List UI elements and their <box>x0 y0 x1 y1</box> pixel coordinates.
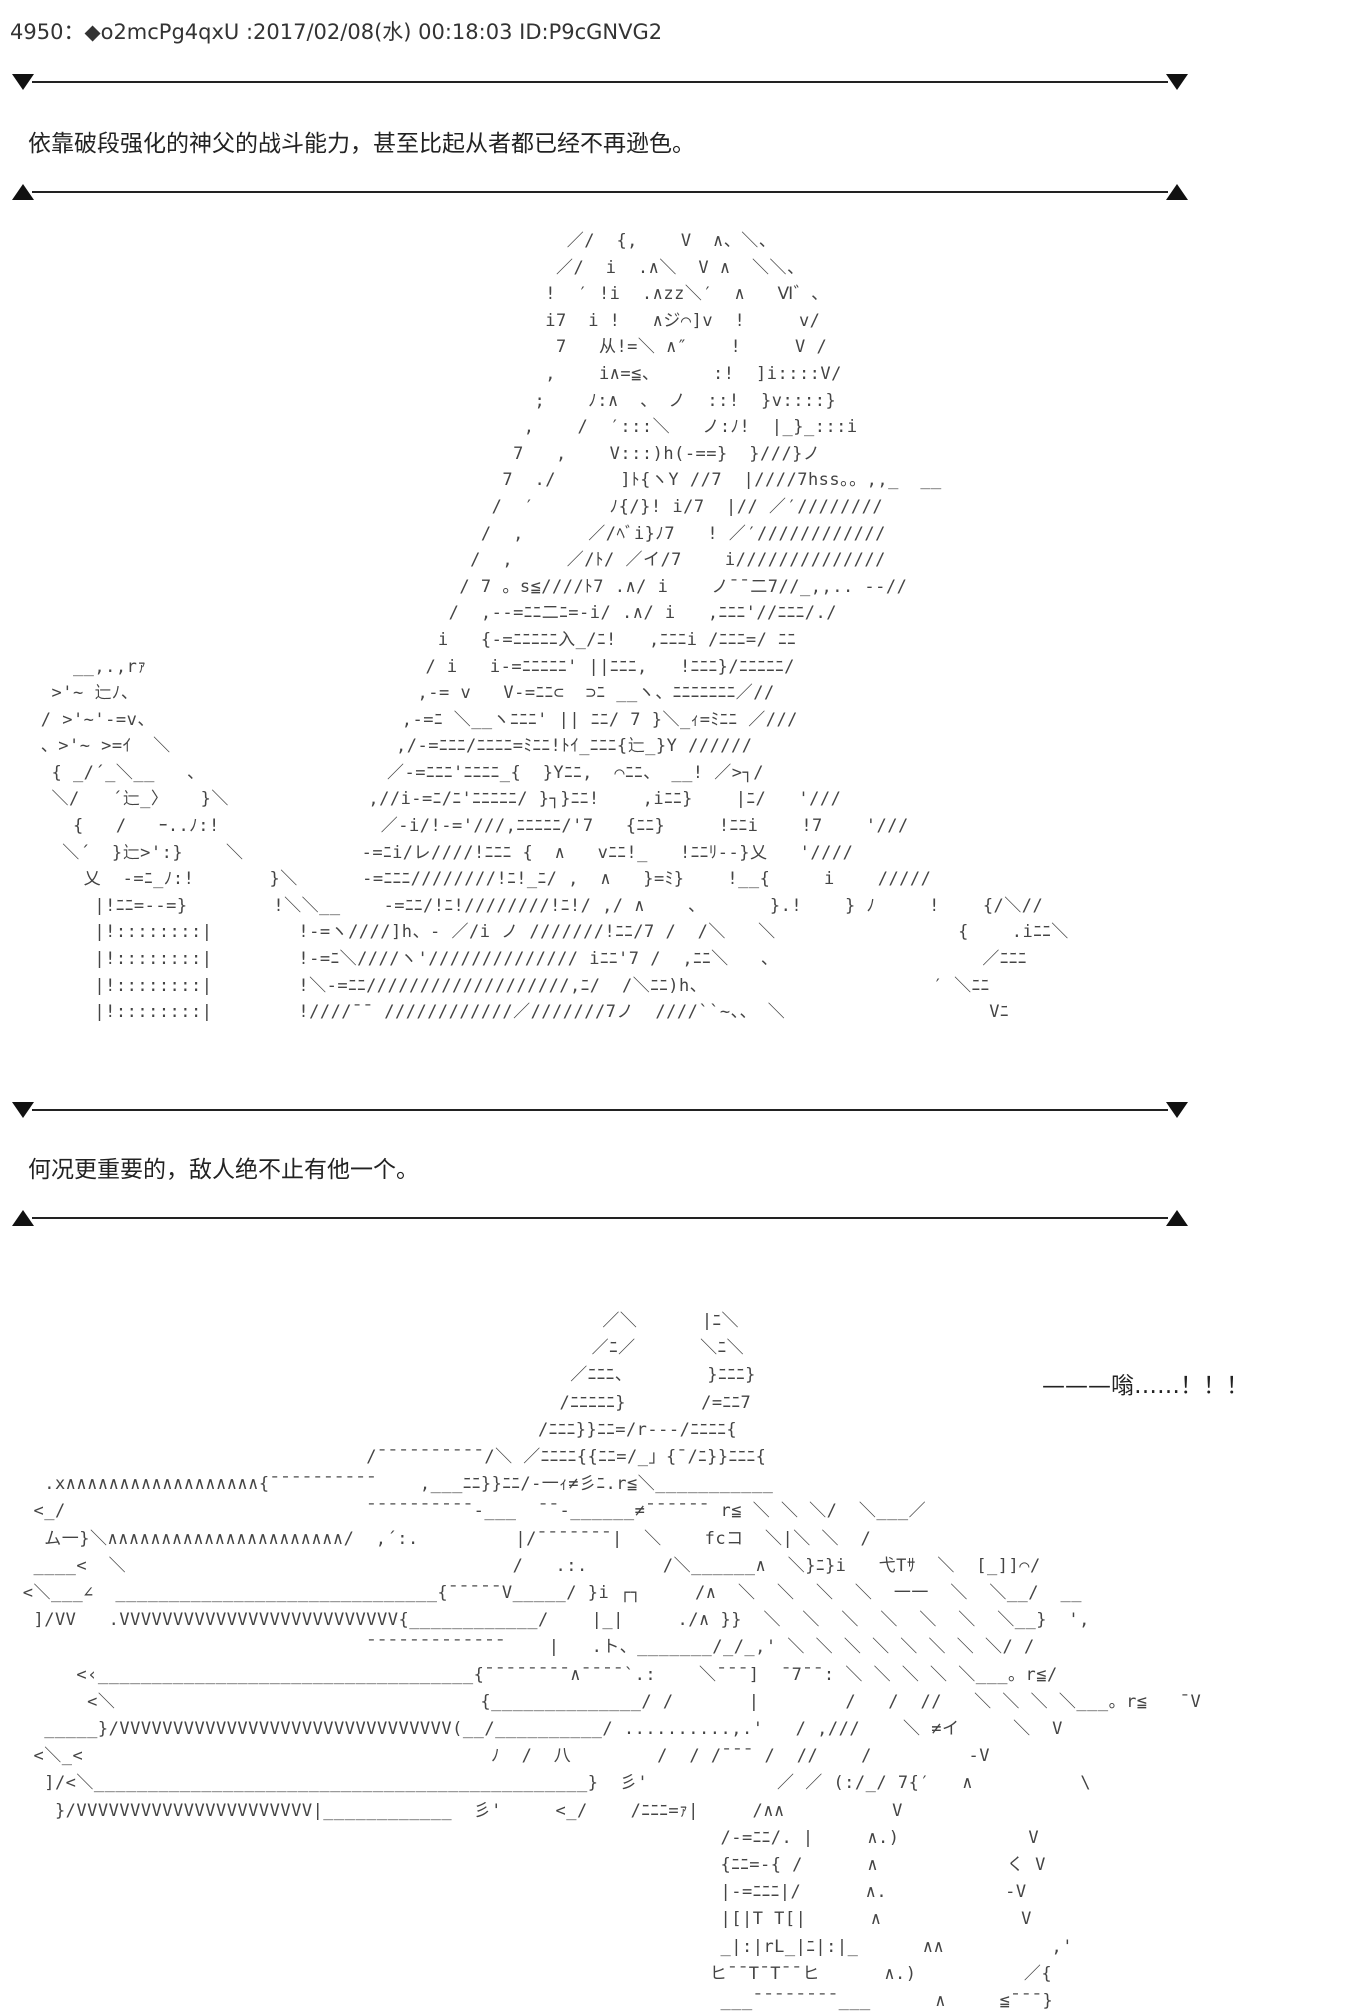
separator-up <box>10 1206 1190 1230</box>
ascii-art-weapon-scene: ／＼ |ﾆ＼ ／ﾆ／ ＼ﾆ＼ ／ﾆﾆﾆ、 }ﾆﾆﾆ} <box>22 1311 1202 2012</box>
sound-effect-text: ———嗡……！！！ <box>1042 1373 1249 1399</box>
ascii-art-priest-scene: ／/ {, V ∧、＼、 ／/ i .∧＼ V ∧ ＼＼、 ! ′ !i .∧z… <box>40 231 1069 1023</box>
triangle-up-icon <box>12 1210 34 1226</box>
triangle-down-icon <box>1166 74 1188 90</box>
triangle-up-icon <box>1166 184 1188 200</box>
narration-text: 何况更重要的，敌人绝不止有他一个。 <box>28 1157 419 1183</box>
separator-up <box>10 180 1190 204</box>
post-header: 4950：◆o2mcPg4qxU :2017/02/08(水) 00:18:03… <box>10 20 663 44</box>
triangle-up-icon <box>1166 1210 1188 1226</box>
triangle-down-icon <box>1166 1102 1188 1118</box>
triangle-down-icon <box>12 1102 34 1118</box>
separator-down <box>10 70 1190 94</box>
narration-text: 依靠破段强化的神父的战斗能力，甚至比起从者都已经不再逊色。 <box>28 131 695 157</box>
separator-down <box>10 1098 1190 1122</box>
triangle-up-icon <box>12 184 34 200</box>
triangle-down-icon <box>12 74 34 90</box>
